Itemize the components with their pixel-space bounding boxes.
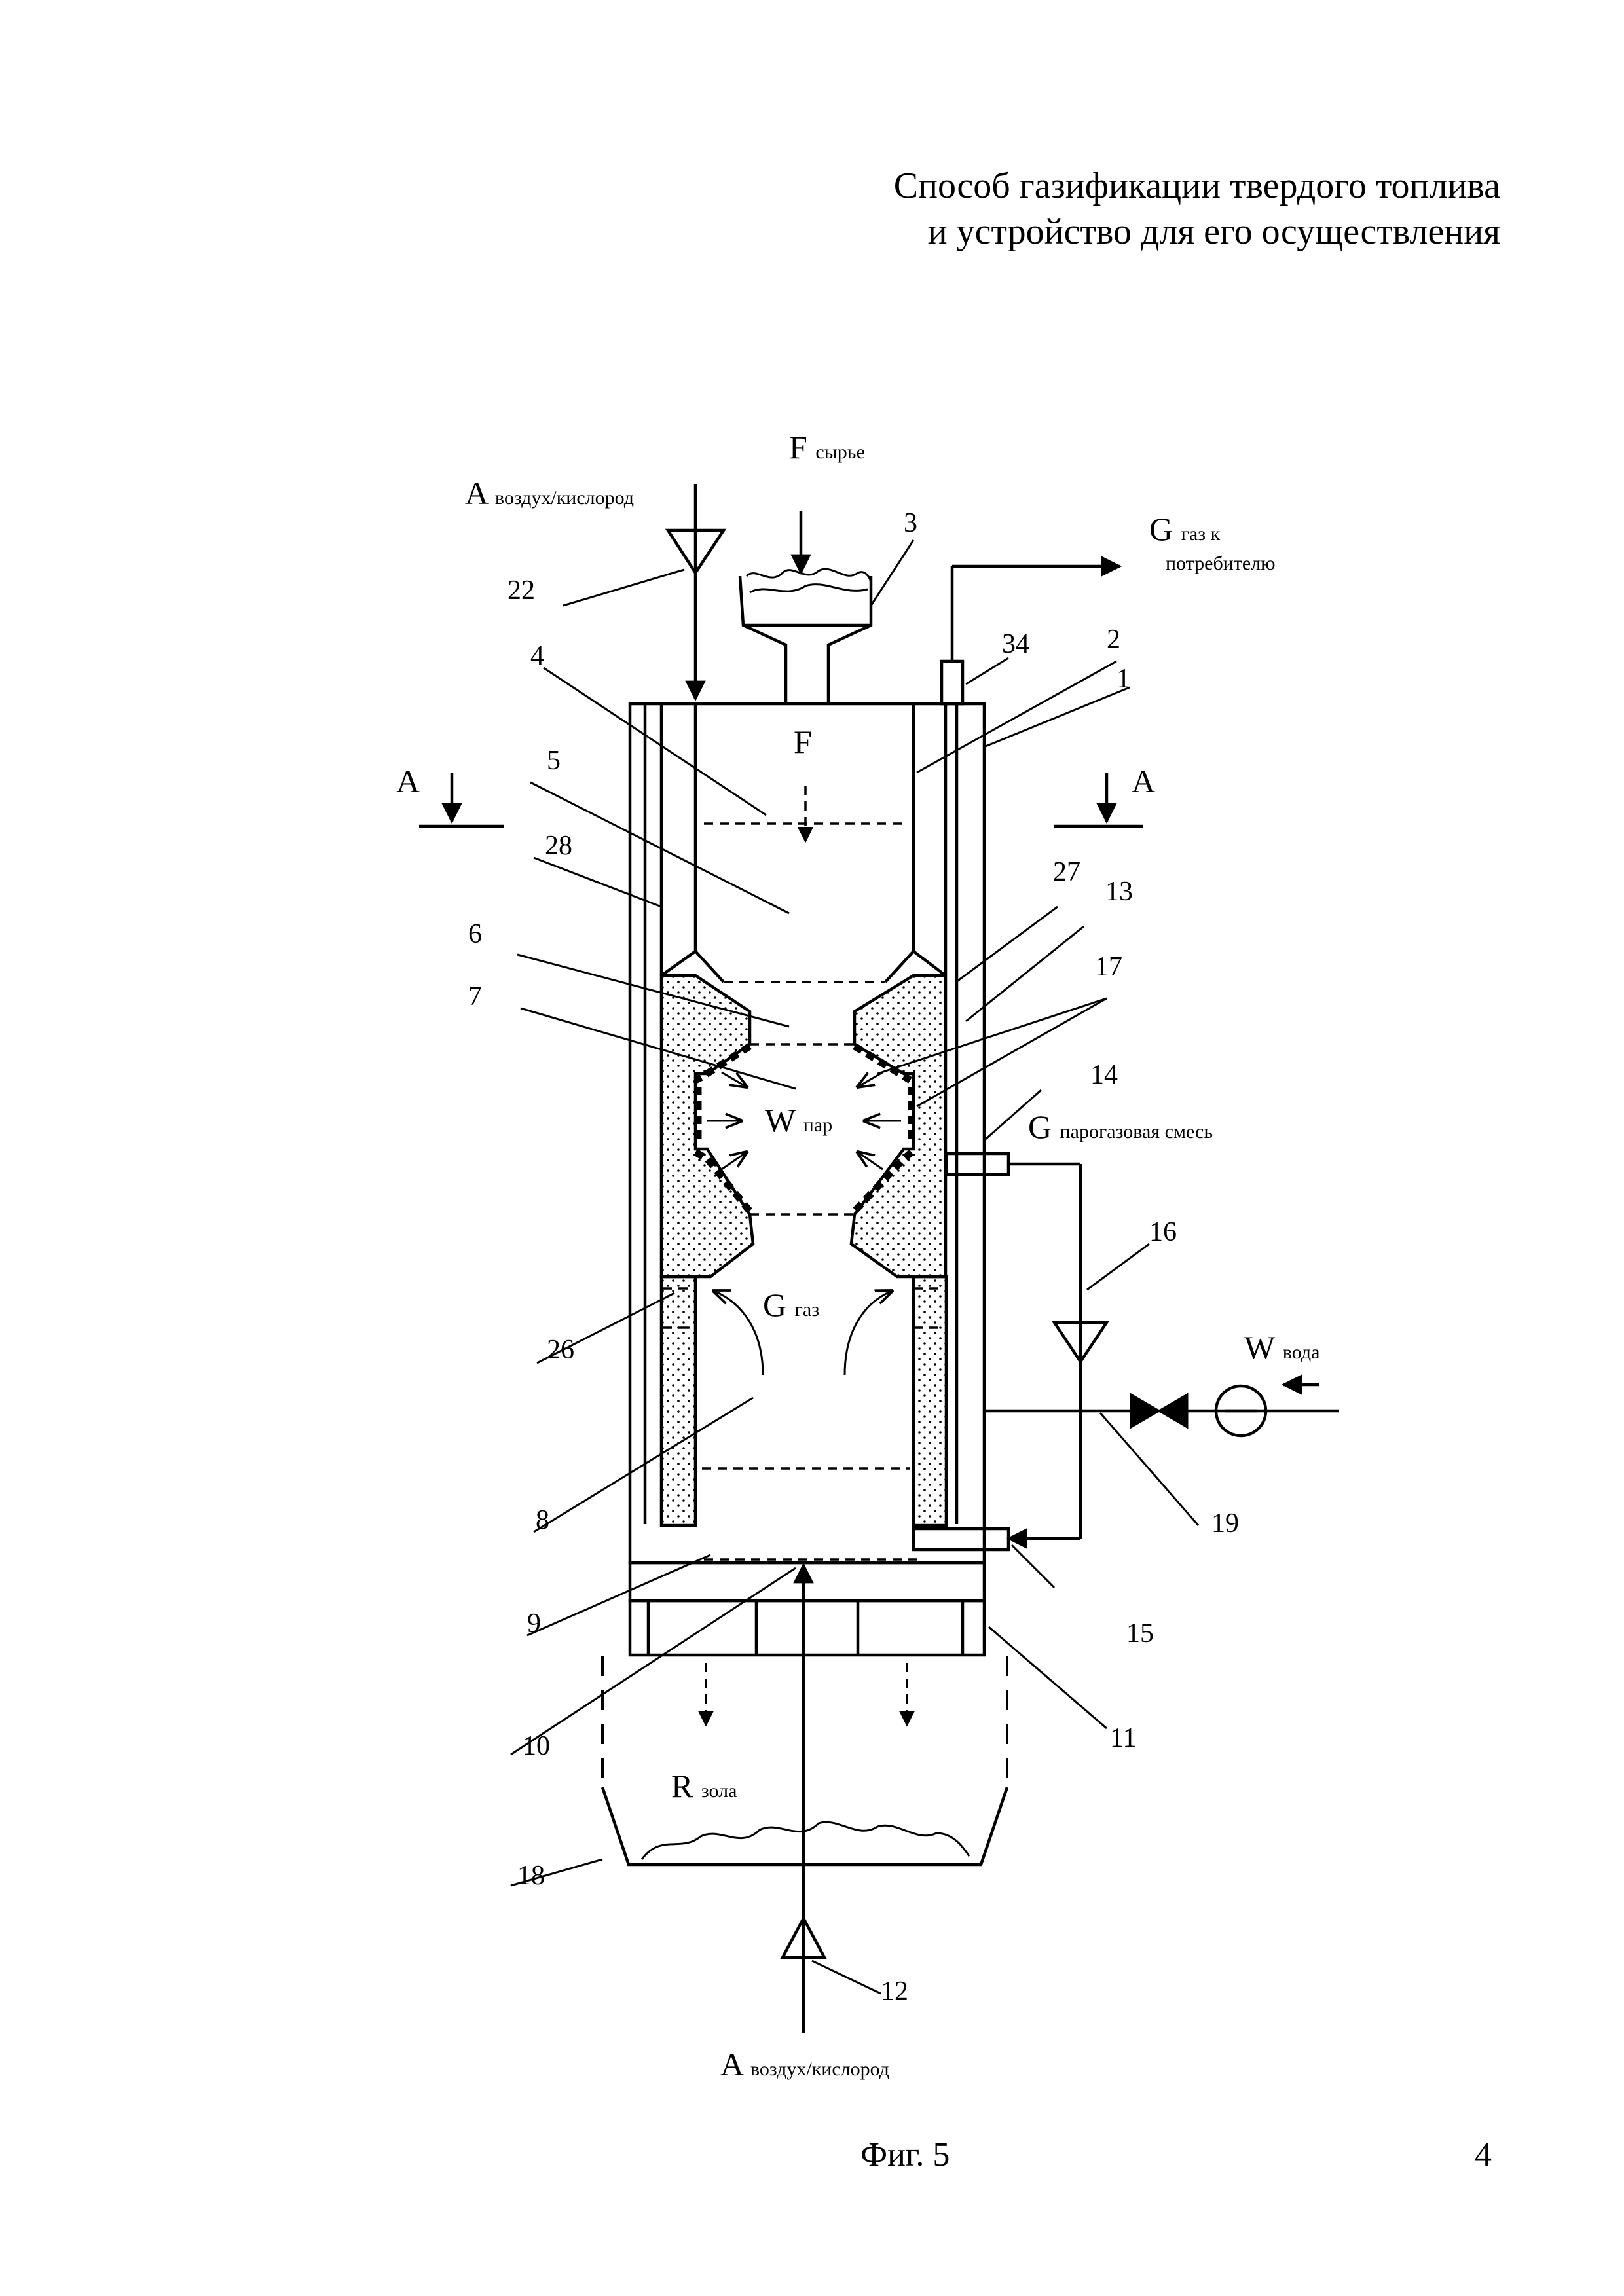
section-left-label: A [396, 763, 420, 799]
steam-grates [693, 1043, 915, 1214]
steam-gas-mix-label: G парогазовая смесь [1028, 1108, 1213, 1145]
callout-18: 18 [517, 1861, 545, 1891]
callout-leaders [510, 660, 1130, 1887]
gas-inner-label: G газ [763, 1286, 819, 1323]
top-air-supply [563, 484, 727, 702]
callout-13: 13 [1105, 877, 1133, 907]
flow-device-icon [1051, 1321, 1110, 1365]
gas-flow-arrows [714, 1291, 892, 1376]
figure-caption: Фиг. 5 [860, 2136, 950, 2174]
valve-icon [1130, 1393, 1189, 1429]
feed-label: F сырье [789, 429, 865, 465]
callout-3: 3 [904, 508, 917, 538]
recirculation-loop [912, 1089, 1150, 1589]
callout-26: 26 [547, 1335, 574, 1365]
ash-pile-icon [640, 1821, 970, 1860]
zone-separators [663, 822, 946, 1470]
header-title-line2: и устройство для его осуществления [927, 211, 1500, 252]
callout-27: 27 [1053, 857, 1080, 887]
callout-19: 19 [1211, 1508, 1239, 1539]
bottom-grate [628, 1558, 986, 1657]
feed-hopper [738, 511, 915, 704]
gas-out-label: G газ к [1149, 511, 1221, 547]
callout-2: 2 [1107, 625, 1120, 655]
section-right-label: A [1132, 763, 1155, 799]
callout-17: 17 [1095, 952, 1122, 982]
callout-14: 14 [1090, 1060, 1118, 1090]
callout-34: 34 [1002, 629, 1029, 659]
callout-4: 4 [530, 641, 544, 671]
air-top-label: A воздух/кислород [465, 475, 634, 511]
callout-16: 16 [1149, 1217, 1177, 1247]
refractory-lower [659, 1275, 948, 1527]
callout-5: 5 [547, 746, 561, 776]
callout-1: 1 [1116, 664, 1130, 694]
callout-12: 12 [881, 1977, 908, 2007]
callout-9: 9 [527, 1609, 541, 1639]
pump-icon [1214, 1384, 1268, 1438]
callout-6: 6 [468, 919, 482, 949]
gas-outlet [940, 556, 1122, 706]
air-bottom-label: A воздух/кислород [720, 2046, 889, 2083]
steam-label: W пар [765, 1102, 832, 1139]
section-marker-left [419, 773, 504, 828]
callout-22: 22 [507, 575, 535, 606]
water-supply [986, 1374, 1339, 1526]
water-label: W вода [1244, 1329, 1320, 1366]
steam-arrows [707, 1071, 901, 1171]
flow-device-icon [665, 528, 727, 576]
callout-11: 11 [1110, 1723, 1136, 1753]
gas-out-label-line2: потребителю [1166, 553, 1276, 574]
callout-28: 28 [545, 831, 572, 861]
ash-label: R зола [671, 1768, 737, 1804]
refractory-upper [659, 974, 948, 1279]
bottom-air-supply [780, 1562, 881, 2033]
callout-8: 8 [536, 1505, 549, 1535]
feedstock-icon [745, 568, 872, 594]
feed-inner-label: F [794, 723, 812, 760]
callout-7: 7 [468, 981, 482, 1011]
page-number: 4 [1475, 2136, 1492, 2174]
callout-10: 10 [523, 1731, 550, 1761]
feed-tube [660, 704, 947, 983]
section-marker-right [1054, 773, 1143, 828]
callout-15: 15 [1126, 1618, 1154, 1649]
header-title-line1: Способ газификации твердого топлива [893, 166, 1500, 206]
flow-device-icon [780, 1915, 827, 1959]
